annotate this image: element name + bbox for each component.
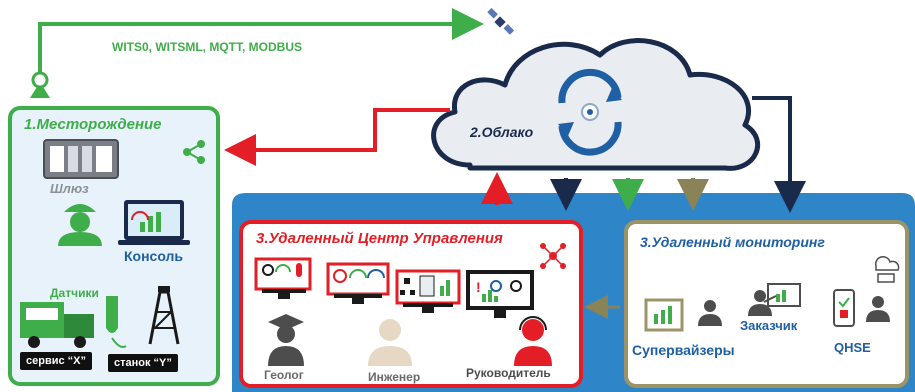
geolog-person-icon: [268, 314, 304, 366]
share-icon: [183, 140, 205, 164]
gateway-label: Шлюз: [50, 181, 89, 196]
role-engineer: Инженер: [368, 370, 421, 384]
field-title: 1.Месторождение: [24, 116, 162, 133]
antenna-icon: [30, 71, 50, 98]
protocols-label: WITS0, WITSML, MQTT, MODBUS: [112, 40, 302, 54]
engineer-person-icon: [368, 319, 412, 366]
sensor-probe-icon: [106, 296, 127, 348]
monitor-engineer: [326, 262, 390, 304]
cloud-title: 2.Облако: [470, 124, 534, 140]
supervisor-person-icon: [698, 300, 722, 326]
role-geolog: Геолог: [264, 368, 304, 382]
manager-person-icon: [514, 316, 552, 366]
qhse-person-icon: [866, 296, 890, 322]
monitoring-title: 3.Удаленный мониторинг: [640, 234, 825, 250]
sensors-label: Датчики: [50, 286, 99, 300]
monitor-geolog: [254, 257, 312, 299]
qhse-phone-icon: [833, 289, 855, 327]
monitor-org: [395, 269, 461, 313]
console-label: Консоль: [124, 248, 184, 264]
worker-icon: [58, 204, 102, 246]
satellite-icon: [487, 7, 515, 35]
gateway-icon: [43, 139, 119, 179]
network-icon: [540, 243, 566, 269]
role-supervisors: Супервайзеры: [632, 342, 735, 358]
cloud-to-monitoring-line: [752, 96, 806, 213]
oil-rig-icon: [148, 286, 180, 345]
cloud-sync-small-icon: [874, 256, 900, 283]
cloud-to-field-line: [224, 108, 450, 166]
role-manager: Руководитель: [466, 366, 551, 380]
customer-presenter-icon: [748, 283, 801, 316]
control-center-title: 3.Удаленный Центр Управления: [256, 230, 503, 247]
rig-chip: станок “Y”: [108, 354, 178, 372]
protocol-link-line: [38, 8, 484, 78]
role-customer: Заказчик: [740, 318, 798, 333]
service-truck-icon: [20, 302, 94, 348]
monitor-manager: !: [466, 270, 534, 318]
svg-text:!: !: [476, 279, 481, 295]
role-qhse: QHSE: [834, 340, 871, 355]
console-laptop-icon: [118, 200, 190, 245]
cloud-sync-icon: [558, 68, 622, 156]
service-chip: сервис “X”: [20, 352, 92, 370]
cloud-shape: [431, 38, 760, 171]
supervisor-tablet-icon: [644, 298, 684, 332]
monitoring-panel: [624, 220, 909, 388]
